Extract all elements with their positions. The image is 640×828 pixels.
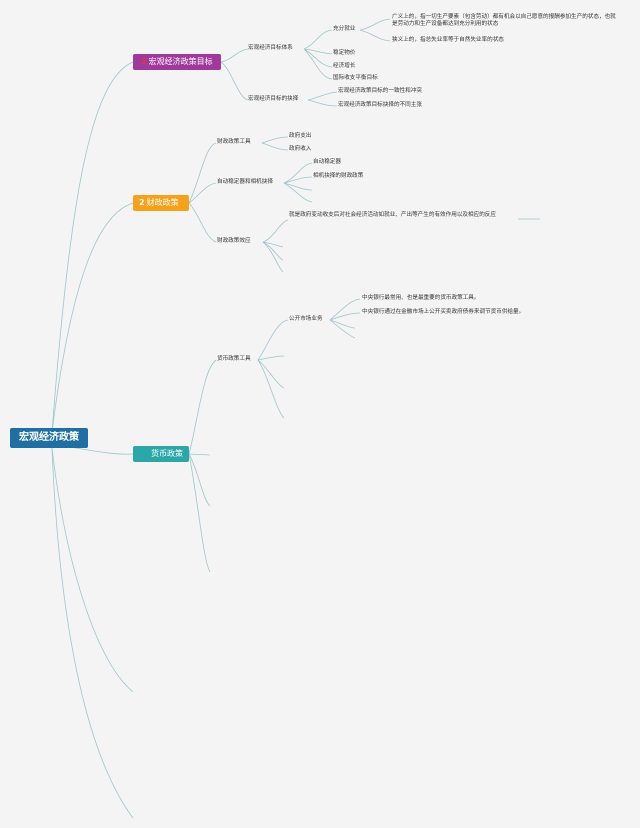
link-l2b-c2 bbox=[307, 99, 338, 107]
link-fe-narrow bbox=[359, 29, 391, 42]
link-omo-3 bbox=[329, 319, 356, 329]
link-effect-def bbox=[262, 219, 289, 243]
branch-number-1: 1 bbox=[141, 57, 147, 66]
branch-label: 宏观经济政策目标 bbox=[148, 57, 213, 66]
node-choice-views[interactable]: 宏观经济政策目标抉择的不同主张 bbox=[338, 102, 422, 108]
node-price-stability[interactable]: 稳定物价 bbox=[333, 50, 356, 56]
node-fiscal-effect[interactable]: 财政政策效应 bbox=[217, 238, 251, 244]
link-b2-stab bbox=[188, 182, 217, 204]
node-growth[interactable]: 经济增长 bbox=[333, 63, 356, 69]
node-monetary-tools[interactable]: 货币政策工具 bbox=[217, 356, 251, 362]
link-effect-3 bbox=[262, 241, 284, 261]
node-fiscal-effect-definition[interactable]: 就是政府变动收支后对社会经济活动如就业、产出等产生的有效作用以及相应的反应 bbox=[289, 212, 496, 218]
node-gov-revenue[interactable]: 政府收入 bbox=[289, 146, 312, 152]
link-effect-4 bbox=[262, 241, 284, 273]
link-l2b-c1 bbox=[307, 91, 338, 101]
link-b3-3 bbox=[188, 453, 211, 507]
link-root-extra-2 bbox=[51, 447, 134, 819]
link-omo-2 bbox=[329, 312, 361, 321]
link-root-branch1 bbox=[51, 61, 134, 433]
link-b1-l2b bbox=[220, 61, 249, 101]
node-omo-bonds[interactable]: 中央银行通过在金融市场上公开买卖政府债券来调节货币供给量。 bbox=[362, 309, 525, 315]
branch-label: 货币政策 bbox=[151, 449, 183, 458]
link-b3-tools bbox=[188, 359, 217, 455]
link-fe-broad bbox=[359, 18, 391, 31]
node-auto-stabilizer[interactable]: 自动稳定器 bbox=[313, 159, 341, 165]
link-b2-effect bbox=[188, 202, 217, 243]
link-b2-tools bbox=[188, 142, 217, 204]
link-tools3-2 bbox=[257, 355, 285, 361]
node-choice-consistency[interactable]: 宏观经济政策目标的一致性和冲突 bbox=[338, 88, 422, 94]
node-open-market[interactable]: 公开市场业务 bbox=[289, 316, 323, 322]
link-stab-disc bbox=[283, 176, 313, 184]
node-stabilizer-discretion[interactable]: 自动稳定器和相机抉择 bbox=[217, 179, 273, 185]
link-tools3-omo bbox=[257, 319, 289, 361]
branch-monetary-policy[interactable]: 货币政策 bbox=[133, 446, 189, 462]
link-l2a-growth bbox=[303, 48, 333, 68]
link-stab-auto bbox=[283, 162, 313, 184]
link-root-branch2 bbox=[51, 202, 134, 433]
link-b3-2 bbox=[188, 453, 211, 456]
link-omo-4 bbox=[329, 319, 356, 339]
node-bop[interactable]: 国际收支平衡目标 bbox=[333, 75, 378, 81]
node-full-employment[interactable]: 充分就业 bbox=[333, 26, 356, 32]
node-goal-system[interactable]: 宏观经济目标体系 bbox=[248, 45, 293, 51]
link-stab-3 bbox=[283, 182, 313, 191]
link-root-extra-1 bbox=[51, 447, 134, 693]
root-node[interactable]: 宏观经济政策 bbox=[10, 428, 88, 448]
link-tools-rev bbox=[261, 142, 289, 151]
link-omo-1 bbox=[329, 298, 361, 321]
link-b3-4 bbox=[188, 453, 211, 573]
node-fiscal-tools[interactable]: 财政政策工具 bbox=[217, 139, 251, 145]
node-fe-narrow[interactable]: 狭义上的，指总失业率等于自然失业率的状态 bbox=[392, 37, 504, 43]
link-l2a-price bbox=[303, 48, 333, 55]
link-b1-l2a bbox=[220, 48, 249, 63]
node-omo-most-used[interactable]: 中央银行最常用、也是最重要的货币政策工具。 bbox=[362, 295, 480, 301]
link-l2a-fe bbox=[303, 29, 333, 50]
link-tools3-4 bbox=[257, 359, 285, 419]
branch-label: 财政政策 bbox=[146, 198, 179, 207]
link-tools-spend bbox=[261, 136, 289, 144]
link-effect-2 bbox=[262, 241, 284, 248]
branch-number-2: 2 bbox=[139, 198, 145, 207]
link-l2a-bop bbox=[303, 48, 333, 80]
node-goal-choice[interactable]: 宏观经济目标的抉择 bbox=[248, 96, 299, 102]
link-tools3-3 bbox=[257, 359, 285, 389]
node-gov-spending[interactable]: 政府支出 bbox=[289, 133, 312, 139]
link-stab-4 bbox=[283, 182, 313, 203]
node-discretionary-fiscal[interactable]: 相机抉择的财政政策 bbox=[313, 173, 364, 179]
node-fe-broad[interactable]: 广义上的，指一切生产要素（包含劳动）都有机会以自己愿意的报酬参加生产的状态，也就… bbox=[392, 14, 616, 27]
